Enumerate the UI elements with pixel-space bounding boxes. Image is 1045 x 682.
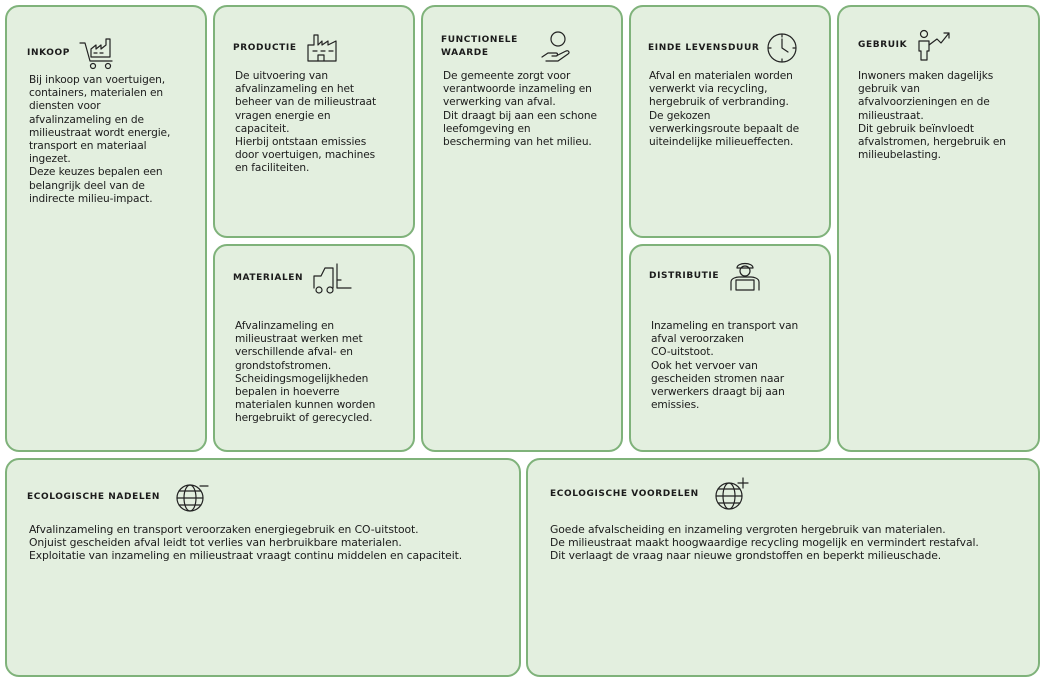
card-header: INKOOP bbox=[27, 35, 118, 71]
hand-with-person-icon bbox=[540, 29, 576, 65]
card-text: Afvalinzameling en milieustraat werken m… bbox=[235, 320, 376, 425]
card-functionele-waarde: FUNCTIONELE WAARDE De gemeente zorgt voo… bbox=[421, 5, 623, 452]
card-title: FUNCTIONELE WAARDE bbox=[441, 35, 518, 58]
card-title: ECOLOGISCHE VOORDELEN bbox=[550, 488, 699, 499]
card-text: Inzameling en transport van afval veroor… bbox=[651, 320, 799, 412]
card-text: Goede afvalscheiding en inzameling vergr… bbox=[550, 523, 979, 563]
card-header: PRODUCTIE bbox=[233, 31, 339, 65]
card-title: ECOLOGISCHE NADELEN bbox=[27, 491, 161, 502]
card-title: GEBRUIK bbox=[858, 39, 908, 50]
card-title: PRODUCTIE bbox=[233, 42, 297, 53]
card-header: GEBRUIK bbox=[858, 27, 951, 63]
shopping-cart-factory-icon bbox=[78, 35, 118, 71]
delivery-person-icon bbox=[727, 258, 763, 294]
card-title: INKOOP bbox=[27, 47, 70, 58]
card-productie: PRODUCTIE De uitvoering van afvalinzamel… bbox=[213, 5, 415, 238]
card-title: EINDE LEVENSDUUR bbox=[648, 42, 760, 53]
card-text: Inwoners maken dagelijks gebruik van afv… bbox=[858, 70, 1006, 162]
card-header: ECOLOGISCHE VOORDELEN bbox=[550, 476, 749, 512]
card-ecologische-nadelen: ECOLOGISCHE NADELEN Afvalinzameling en t… bbox=[5, 458, 521, 677]
card-text: Afvalinzameling en transport veroorzaken… bbox=[29, 523, 463, 563]
card-text: Bij inkoop van voertuigen, containers, m… bbox=[29, 74, 171, 205]
card-distributie: DISTRIBUTIE Inzameling en transport van … bbox=[629, 244, 831, 452]
card-title: DISTRIBUTIE bbox=[649, 270, 720, 281]
globe-plus-icon bbox=[713, 476, 749, 512]
card-title: MATERIALEN bbox=[233, 272, 304, 283]
factory-icon bbox=[305, 31, 339, 65]
card-header: DISTRIBUTIE bbox=[649, 258, 763, 294]
card-text: De uitvoering van afvalinzameling en het… bbox=[235, 70, 377, 175]
card-text: De gemeente zorgt voor verantwoorde inza… bbox=[443, 70, 597, 149]
card-header: MATERIALEN bbox=[233, 260, 355, 296]
card-header: ECOLOGISCHE NADELEN bbox=[27, 480, 210, 514]
clock-icon bbox=[765, 31, 799, 65]
globe-minus-icon bbox=[174, 480, 210, 514]
card-inkoop: INKOOP Bij inkoop van voertuigen, contai… bbox=[5, 5, 207, 452]
card-header: FUNCTIONELE WAARDE bbox=[441, 29, 576, 65]
forklift-icon bbox=[311, 260, 355, 296]
card-header: EINDE LEVENSDUUR bbox=[648, 31, 799, 65]
card-text: Afval en materialen worden verwerkt via … bbox=[649, 70, 800, 149]
card-materialen: MATERIALEN Afvalinzameling en milieustra… bbox=[213, 244, 415, 452]
person-growth-icon bbox=[915, 27, 951, 63]
card-einde-levensduur: EINDE LEVENSDUUR Afval en materialen wor… bbox=[629, 5, 831, 238]
card-ecologische-voordelen: ECOLOGISCHE VOORDELEN Goede afvalscheidi… bbox=[526, 458, 1040, 677]
card-gebruik: GEBRUIK Inwoners maken dagelijks gebruik… bbox=[837, 5, 1040, 452]
